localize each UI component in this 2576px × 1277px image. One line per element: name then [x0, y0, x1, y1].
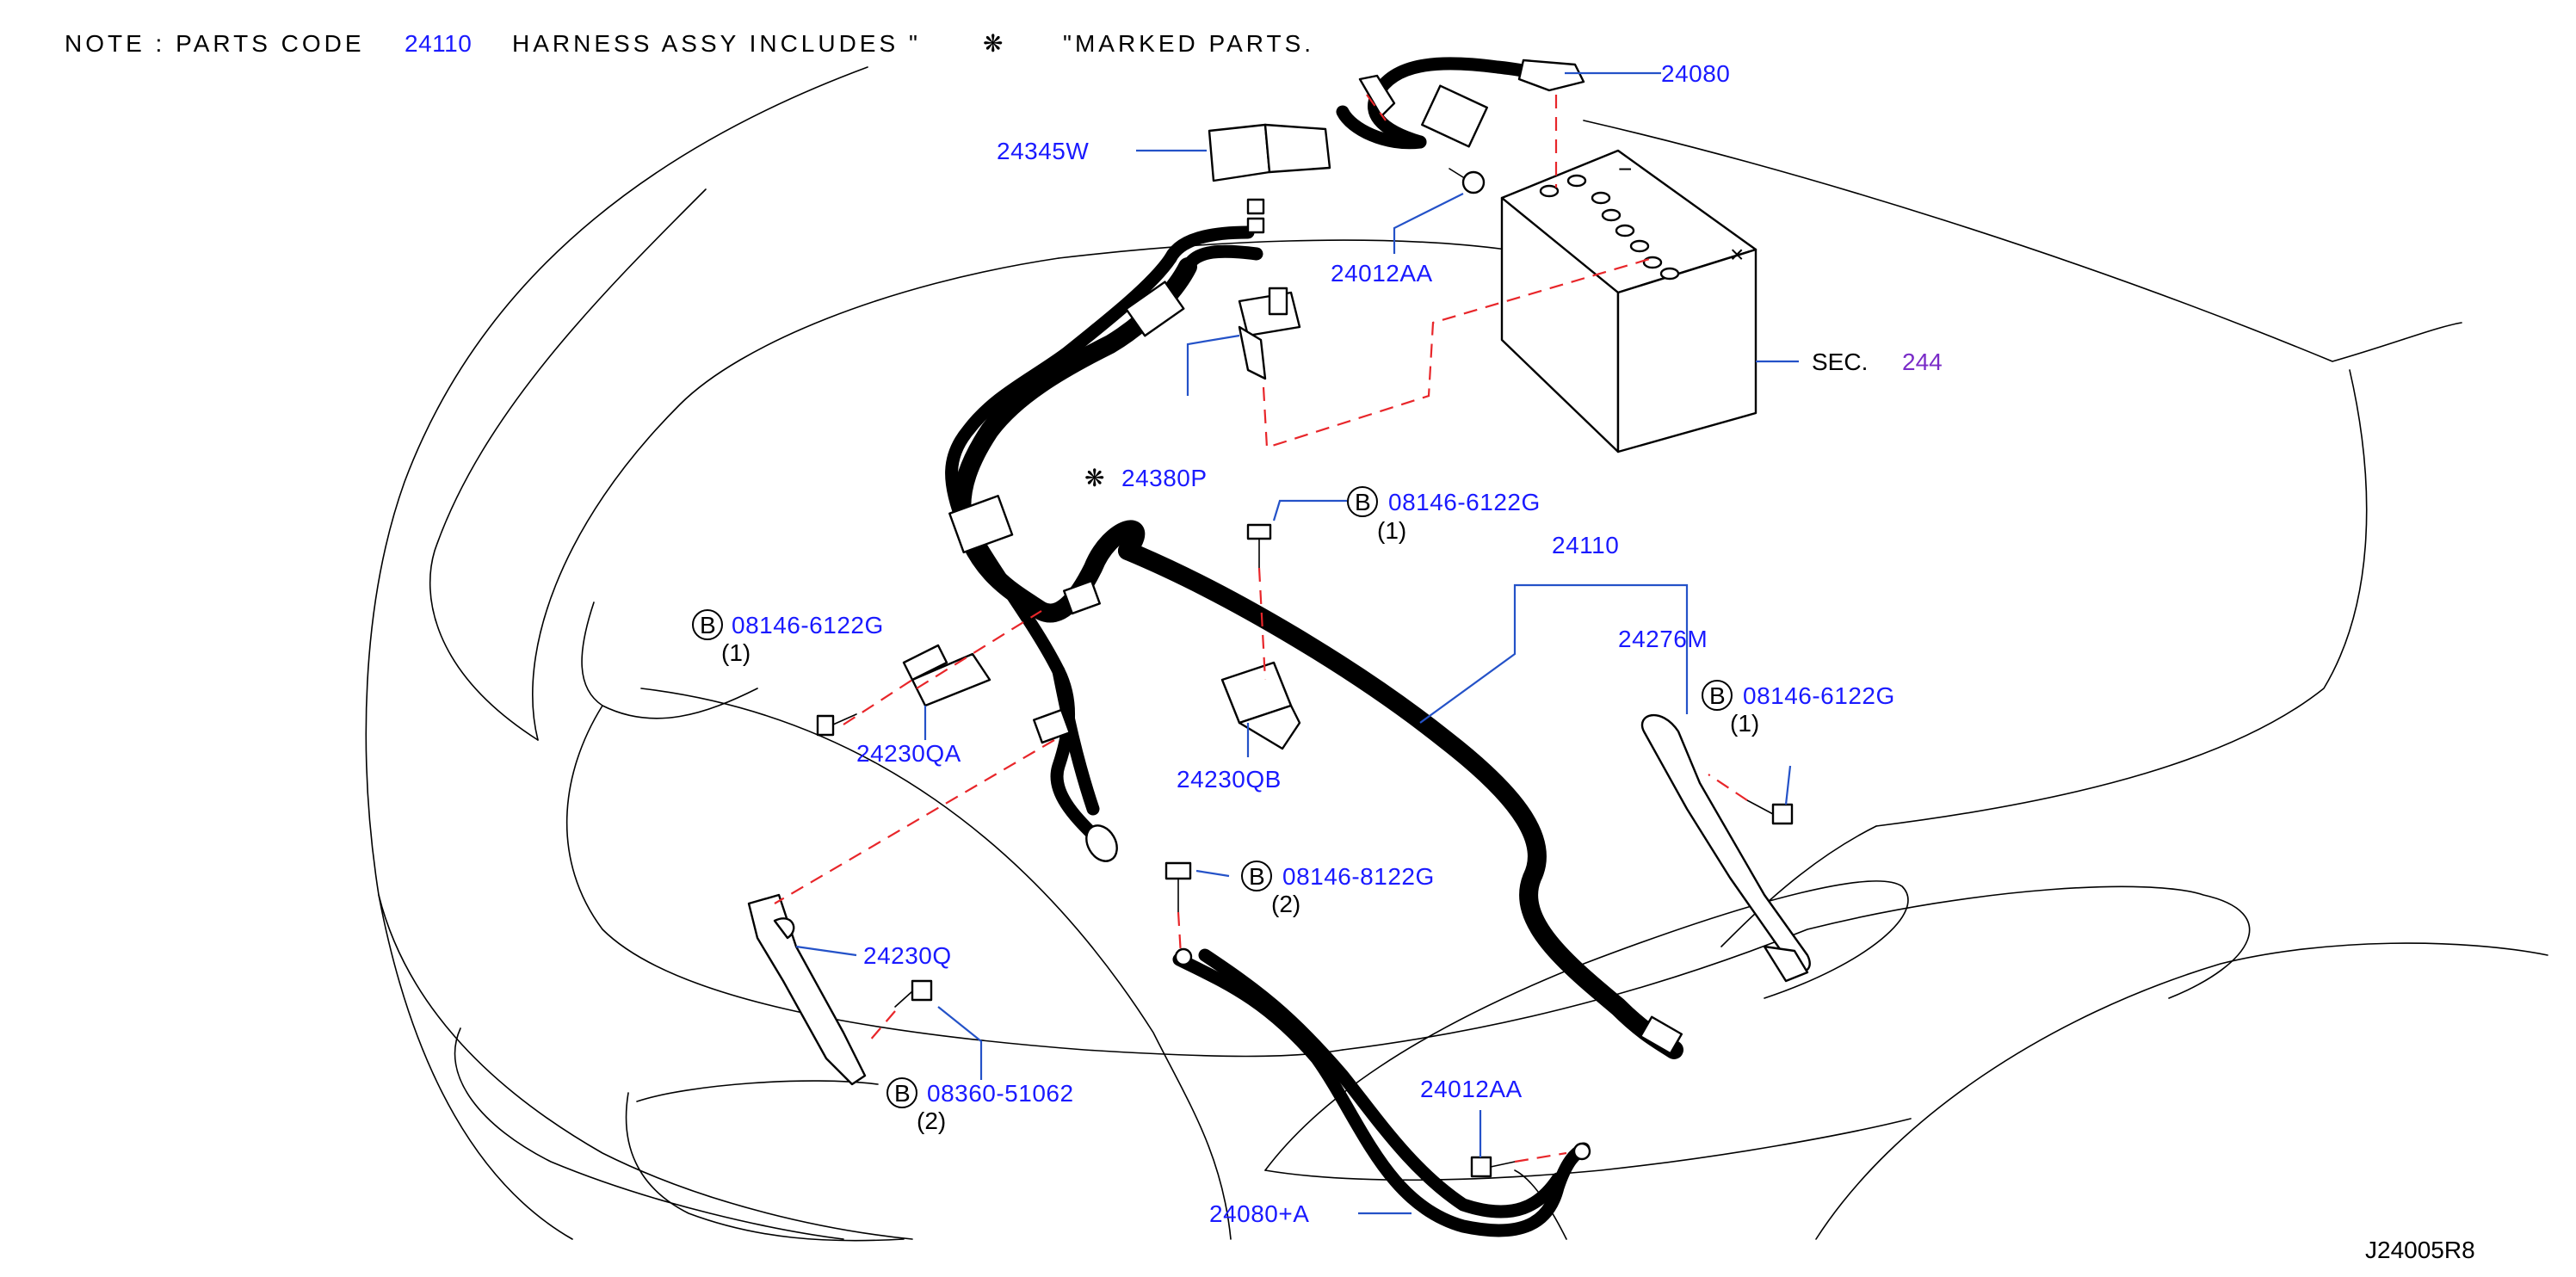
cable-24080A[interactable] [1172, 947, 1591, 1237]
label-24080A[interactable]: 24080+A [1209, 1200, 1309, 1227]
label-sec-prefix: SEC. [1812, 349, 1868, 375]
bolt-24012AA-top[interactable] [1449, 168, 1486, 194]
note-symbol: ❋ [983, 30, 1006, 57]
bolt2-qty: (1) [1730, 710, 1759, 737]
bracket-24230Q[interactable] [747, 893, 867, 1086]
b-circle-1 [1347, 486, 1378, 517]
b-circle-3 [692, 609, 723, 640]
bolt-24012AA-bottom[interactable] [1470, 1156, 1516, 1178]
bracket-24276M[interactable] [1640, 714, 1811, 983]
bolt1-qty: (1) [1377, 517, 1406, 544]
bolt-08146-6122G-right[interactable] [1746, 799, 1794, 825]
label-24012AA-bottom[interactable]: 24012AA [1420, 1076, 1523, 1102]
bolt-08146-8122G[interactable] [1164, 861, 1192, 913]
parts-note: NOTE : PARTS CODE 24110 HARNESS ASSY INC… [65, 30, 1314, 57]
battery-positive-mark: × [1730, 241, 1744, 268]
bolt-08360-51062[interactable] [894, 979, 933, 1008]
negative-cable-24080[interactable] [1336, 57, 1585, 150]
label-24345W[interactable]: 24345W [997, 138, 1089, 164]
fusible-link-box-24345W[interactable] [1208, 123, 1331, 234]
main-harness-24110[interactable] [945, 225, 1683, 1059]
bolt4-code[interactable]: 08146-8122G [1282, 863, 1435, 890]
assembly-hidden-lines [774, 94, 1748, 1163]
label-24080[interactable]: 24080 [1661, 60, 1730, 87]
label-24380P[interactable]: 24380P [1121, 465, 1208, 491]
bolt-08146-6122G-center[interactable] [1246, 523, 1272, 569]
battery-negative-mark: − [1618, 156, 1632, 182]
note-middle: HARNESS ASSY INCLUDES " [512, 30, 921, 57]
bracket-24380P[interactable] [1238, 287, 1301, 380]
vehicle-body-outline [365, 66, 2548, 1242]
bolt3-b: B [700, 612, 716, 638]
note-suffix: "MARKED PARTS. [1063, 30, 1314, 57]
label-sec-244[interactable]: 244 [1902, 349, 1943, 375]
label-24230QA[interactable]: 24230QA [856, 740, 961, 767]
bolt1-code[interactable]: 08146-6122G [1388, 489, 1541, 515]
note-prefix: NOTE : PARTS CODE [65, 30, 365, 57]
bolt3-qty: (1) [721, 639, 751, 666]
label-24276M[interactable]: 24276M [1618, 626, 1708, 652]
bolt-08146-6122G-left[interactable] [816, 713, 857, 737]
bolt4-qty: (2) [1271, 891, 1300, 917]
label-24110[interactable]: 24110 [1552, 532, 1619, 558]
note-parts-code[interactable]: 24110 [405, 30, 472, 57]
label-24230Q[interactable]: 24230Q [863, 942, 952, 969]
bolt5-b: B [894, 1080, 911, 1107]
bolt2-code[interactable]: 08146-6122G [1743, 682, 1895, 709]
figure-id: J24005R8 [2365, 1237, 2475, 1263]
bolt3-code[interactable]: 08146-6122G [732, 612, 884, 638]
bracket-24230QB[interactable] [1220, 661, 1301, 750]
b-circle-4 [1241, 861, 1272, 891]
bracket-24230QA[interactable] [902, 644, 991, 707]
bolt4-b: B [1249, 863, 1265, 890]
leader-lines [795, 71, 1799, 1215]
battery[interactable]: − × [1500, 149, 1757, 453]
b-circle-2 [1702, 680, 1733, 711]
bolt5-qty: (2) [917, 1107, 946, 1134]
battery-terminal-posts [1539, 174, 1680, 281]
bolt1-b: B [1355, 489, 1371, 515]
bolt2-b: B [1709, 682, 1726, 709]
bolt5-code[interactable]: 08360-51062 [927, 1080, 1074, 1107]
label-24230QB[interactable]: 24230QB [1177, 766, 1282, 793]
part-labels: 24080 24345W 24012AA SEC. 244 ❋ 24380P B… [692, 60, 2475, 1263]
b-circle-5 [886, 1077, 917, 1108]
label-24380P-symbol: ❋ [1084, 465, 1104, 491]
label-24012AA-top[interactable]: 24012AA [1331, 260, 1433, 287]
